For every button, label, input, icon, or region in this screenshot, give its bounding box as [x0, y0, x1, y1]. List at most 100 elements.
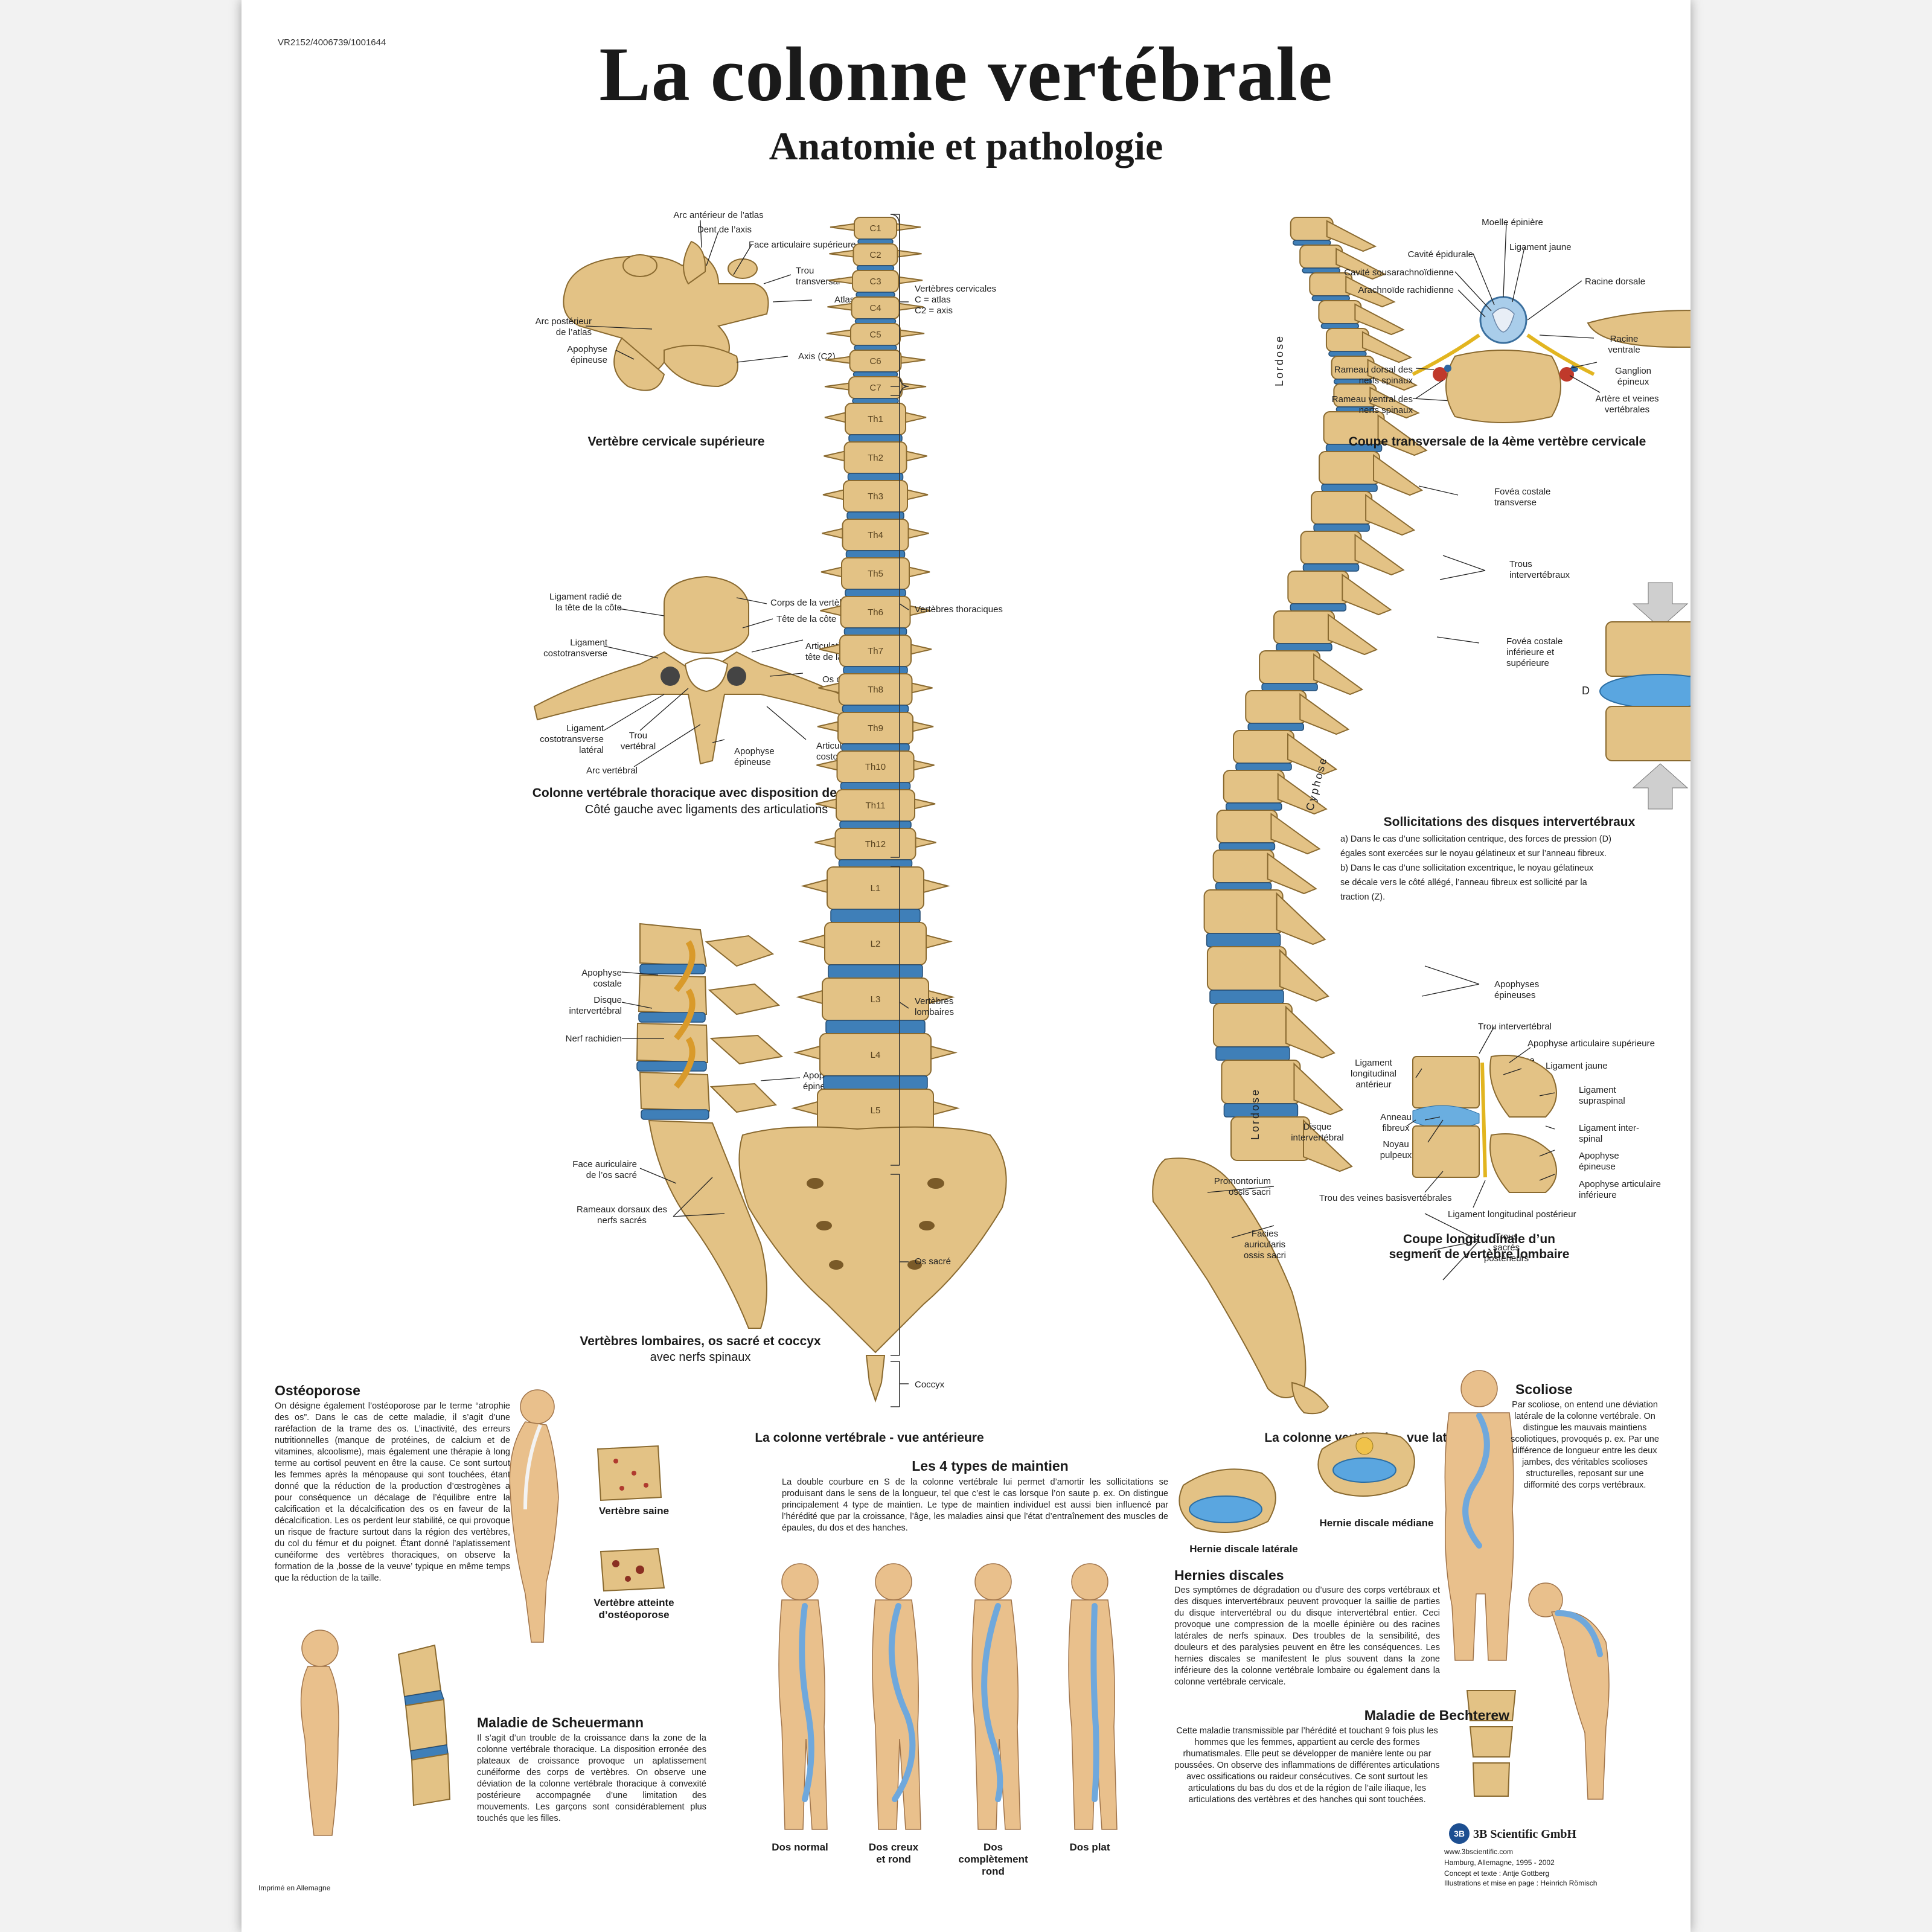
lateral-vertebra-c6: [1331, 356, 1418, 391]
vertebra-label-th4: Th4: [868, 530, 883, 540]
label-racine-ventrale: Racine ventrale: [1608, 334, 1640, 355]
footer-place: Hamburg, Allemagne, 1995 - 2002: [1444, 1858, 1555, 1867]
lateral-vertebra-th10: [1223, 770, 1328, 815]
product-code: VR2152/4006739/1001644: [278, 37, 386, 48]
label-disque-intervertebral-lombaire: Disque intervertébral: [569, 995, 622, 1016]
label-ligament-costotransverse-lateral: Ligament costotransverse latéral: [540, 723, 604, 755]
sacrum-lateral: [1152, 1157, 1307, 1398]
label-disque-intervertebral-long: Disque intervertébral: [1291, 1122, 1344, 1143]
label-ligament-jaune-long: Ligament jaune: [1546, 1061, 1608, 1071]
caption-vertebre-saine: Vertèbre saine: [598, 1505, 670, 1517]
label-trous-intervertebraux: Trous intervertébraux: [1509, 559, 1570, 580]
lateral-vertebra-th6: [1273, 610, 1378, 656]
label-apophyse-epineuse-thoracique: Apophyse épineuse: [734, 746, 775, 767]
label-anneau-fibreux: Anneau fibreux: [1380, 1112, 1412, 1133]
vertebra-label-th12: Th12: [865, 839, 886, 849]
label-ligament-supraspinal: Ligament supraspinal: [1579, 1085, 1625, 1106]
vertebra-label-c1: C1: [869, 223, 881, 234]
lateral-vertebra-l1: [1203, 889, 1326, 945]
label-facies-auricularis: Facies auricularis ossis sacri: [1243, 1229, 1286, 1261]
vertebra-th1: Th1: [824, 403, 927, 435]
label-trous-sacres-posterieurs: Trous sacrés postérieurs: [1483, 1232, 1529, 1264]
vertebra-th10: Th10: [816, 750, 935, 783]
region-thoraciques: Vertèbres thoraciques: [915, 604, 1003, 615]
label-arachnoide: Arachnoïde rachidienne: [1358, 285, 1454, 295]
lateral-vertebra-c2: [1299, 245, 1386, 280]
label-vertebre-proeminente: Vertèbre proéminente: [1478, 392, 1529, 414]
page-title: La colonne vertébrale: [599, 31, 1333, 117]
region-os-sacre: Os sacré: [915, 1256, 952, 1267]
lateral-vertebra-th11: [1216, 810, 1321, 855]
vertebra-label-th10: Th10: [865, 762, 886, 772]
vertebra-l2: L2: [798, 922, 953, 965]
label-ligament-longitudinal-posterieur: Ligament longitudinal postérieur: [1448, 1209, 1576, 1220]
lateral-vertebra-th5: [1287, 571, 1392, 616]
footer-printed: Imprimé en Allemagne: [258, 1884, 331, 1892]
label-ligament-costotransverse: Ligament costotransverse: [543, 638, 607, 659]
vertebra-l5: L5: [791, 1089, 960, 1132]
text-hernies: Des symptômes de dégradation ou d’usure …: [1174, 1585, 1440, 1687]
label-apophyse-costale: Apophyse costale: [581, 968, 622, 989]
caption-disc-load: Sollicitations des disques intervertébra…: [1383, 815, 1636, 829]
lateral-vertebra-c3: [1309, 272, 1396, 308]
curve-lordose-lombaire: Lordose: [1249, 1087, 1261, 1140]
vertebra-th6: Th6: [820, 596, 931, 629]
footer-url: www.3bscientific.com: [1444, 1847, 1514, 1856]
lateral-vertebra-c7: [1333, 383, 1420, 419]
caption-cervical: Vertèbre cervicale supérieure: [587, 435, 765, 449]
label-dos-normal: Dos normal: [772, 1841, 828, 1853]
text-scheuermann: Il s’agit d’un trouble de la croissance …: [477, 1733, 706, 1823]
disc-load-text-a: a) Dans le cas d’une sollicitation centr…: [1340, 834, 1611, 859]
vertebra-label-th7: Th7: [868, 646, 883, 656]
lateral-vertebra-th4: [1300, 531, 1405, 576]
label-trou-intervertebral: Trou intervertébral: [1478, 1022, 1552, 1032]
vertebra-label-l5: L5: [871, 1105, 881, 1116]
label-dos-creux-rond: Dos creux et rond: [868, 1841, 919, 1865]
vertebra-c4: C4: [827, 296, 924, 319]
anterior-spine-illustration: C1C2C3C4C5C6C7Th1Th2Th3Th4Th5Th6Th7Th8Th…: [738, 214, 1007, 1407]
region-coccyx: Coccyx: [915, 1380, 945, 1390]
region-lombaires: Vertèbres lombaires: [915, 996, 955, 1017]
poster: VR2152/4006739/1001644 La colonne vertéb…: [242, 0, 1690, 1932]
title-hernies: Hernies discales: [1174, 1567, 1284, 1583]
lateral-vertebra-l5: [1230, 1116, 1353, 1172]
vertebra-c7: C7: [824, 376, 927, 399]
lateral-vertebra-th7: [1259, 650, 1364, 696]
label-cavite-sousarachnoidienne: Cavité sousarachnoïdienne: [1344, 267, 1454, 278]
lateral-vertebra-l2: [1206, 946, 1329, 1002]
vertebra-th8: Th8: [818, 673, 933, 706]
vertebra-th5: Th5: [820, 557, 930, 590]
brand-name: 3B Scientific GmbH: [1473, 1828, 1577, 1841]
caption-anterior: La colonne vertébrale - vue antérieure: [755, 1431, 984, 1445]
label-ligament-radie: Ligament radié de la tête de la côte: [549, 592, 622, 613]
title-osteoporose: Ostéoporose: [275, 1383, 360, 1398]
vertebra-label-c7: C7: [869, 383, 881, 393]
label-noyau-pulpeux: Noyau pulpeux: [1380, 1139, 1412, 1160]
vertebra-label-th11: Th11: [865, 801, 885, 811]
text-osteoporose: On désigne également l’ostéoporose par l…: [275, 1401, 510, 1583]
label-trou-transversal: Trou transversal: [796, 266, 840, 287]
label-apophyse-articulaire-superieure: Apophyse articulaire supérieure: [1527, 1038, 1655, 1049]
label-moelle-epiniere: Moelle épinière: [1482, 217, 1543, 228]
vertebra-c3: C3: [828, 270, 923, 293]
label-face-auriculaire: Face auriculaire de l’os sacré: [572, 1159, 637, 1180]
vertebra-l4: L4: [793, 1033, 958, 1076]
vertebra-label-l4: L4: [871, 1050, 881, 1060]
label-cavite-epidurale: Cavité épidurale: [1407, 249, 1473, 260]
caption-lumbar: Vertèbres lombaires, os sacré et coccyx: [580, 1334, 821, 1348]
caption-lateral: La colonne vertébrale - vue latérale: [1264, 1431, 1477, 1445]
vertebra-label-th5: Th5: [868, 569, 883, 579]
caption-hernie-laterale: Hernie discale latérale: [1189, 1543, 1298, 1555]
vertebra-label-l1: L1: [871, 883, 881, 894]
text-maintien: La double courbure en S de la colonne ve…: [782, 1477, 1168, 1533]
label-ganglion-epineux: Ganglion épineux: [1614, 366, 1652, 387]
label-ligament-jaune-cs: Ligament jaune: [1509, 242, 1572, 252]
label-trou-vertebral: Trou vertébral: [620, 731, 656, 752]
title-bechterew: Maladie de Bechterew: [1364, 1707, 1509, 1723]
vertebra-label-l2: L2: [871, 939, 881, 949]
label-dent-axis: Dent de l’axis: [697, 225, 752, 235]
lateral-vertebra-th9: [1233, 730, 1338, 775]
lateral-vertebra-th12: [1212, 849, 1317, 895]
label-dos-plat: Dos plat: [1069, 1841, 1110, 1853]
label-trou-veines: Trou des veines basisvertébrales: [1319, 1193, 1452, 1203]
